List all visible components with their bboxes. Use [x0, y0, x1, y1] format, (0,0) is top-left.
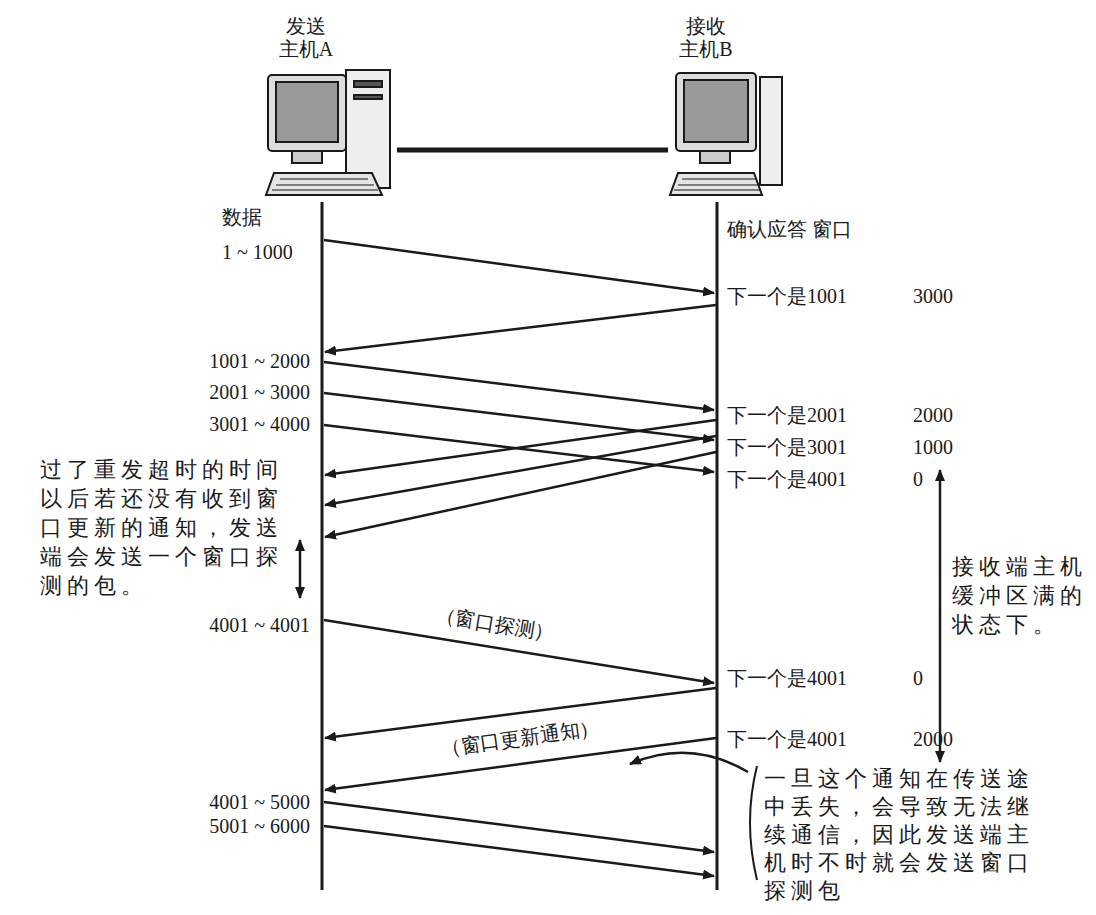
sequence-label: 0: [913, 667, 923, 689]
timeline: [321, 202, 324, 890]
sequence-label: 1 ~ 1000: [222, 241, 293, 263]
host-label: 接收 主机B: [676, 15, 736, 61]
sequence-label: 2000: [913, 728, 953, 750]
message-arrow: [325, 452, 716, 537]
interval-arrow: [299, 540, 302, 598]
sequence-label: 数据: [222, 206, 262, 228]
note-text: 一旦这个通知在传送途中丢失，会导致无法继续通信，因此发送端主机时不时就会发送窗口…: [764, 765, 1056, 905]
arrow-label: （窗口更新通知）: [437, 716, 602, 761]
host-label: 发送 主机A: [276, 15, 336, 61]
leader-arrow: [630, 753, 748, 772]
message-arrow: [324, 362, 714, 410]
sequence-label: 下一个是2001: [727, 404, 847, 426]
sequence-label: 下一个是1001: [727, 285, 847, 307]
message-arrow: [325, 305, 716, 352]
sequence-label: 3001 ~ 4000: [209, 413, 310, 435]
host-computer: 发送 主机A: [262, 15, 397, 200]
note-text: 接收端主机缓冲区满的状态下。: [952, 552, 1088, 639]
sequence-label: 4001 ~ 4001: [209, 614, 310, 636]
message-arrow: [324, 826, 714, 876]
sequence-label: 1000: [913, 436, 953, 458]
note-text: 过了重发超时的时间以后若还没有收到窗口更新的通知，发送端会发送一个窗口探测的包。: [40, 455, 302, 600]
host-computer: 接收 主机B: [668, 15, 788, 200]
bracket: [750, 766, 757, 880]
arrow-label: （窗口探测）: [432, 603, 558, 645]
interval-arrow: [939, 470, 942, 762]
sequence-label: 下一个是3001: [727, 436, 847, 458]
sequence-label: 2000: [913, 404, 953, 426]
sequence-label: 2001 ~ 3000: [209, 381, 310, 403]
sequence-label: 3000: [913, 285, 953, 307]
sequence-label: 5001 ~ 6000: [209, 815, 310, 837]
message-arrow: [324, 802, 714, 852]
sequence-label: 4001 ~ 5000: [209, 791, 310, 813]
sequence-label: 下一个是4001: [727, 728, 847, 750]
sequence-label: 下一个是4001: [727, 468, 847, 490]
network-cable: [397, 148, 668, 153]
message-arrow: [324, 240, 714, 293]
sequence-label: 下一个是4001: [727, 667, 847, 689]
sequence-label: 确认应答 窗口: [727, 218, 852, 240]
sequence-label: 1001 ~ 2000: [209, 350, 310, 372]
sequence-label: 0: [913, 468, 923, 490]
